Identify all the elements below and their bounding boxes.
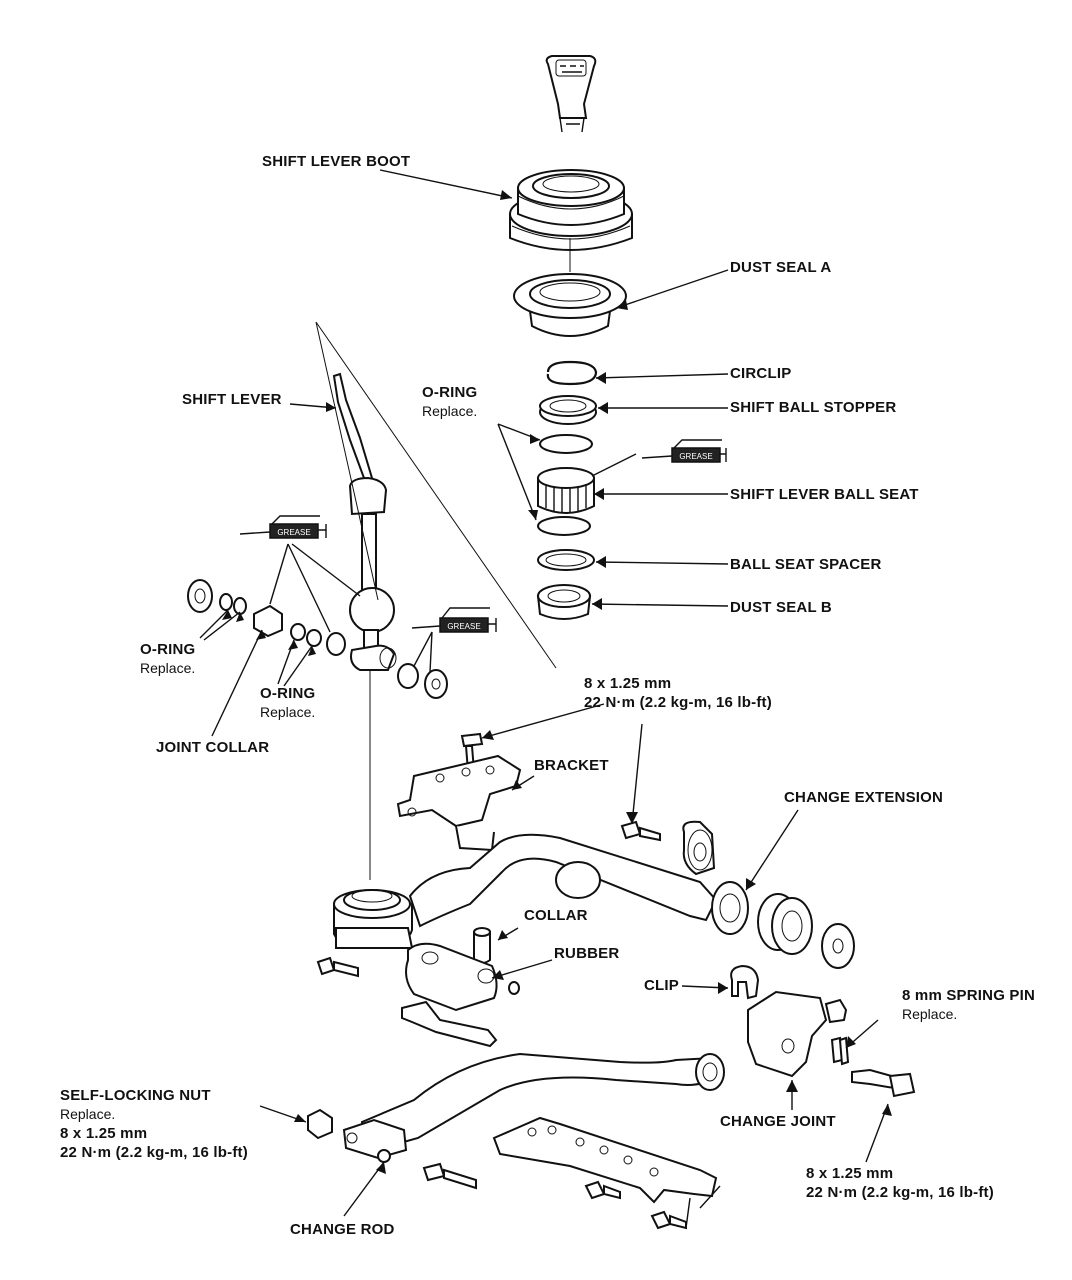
label-o-ring-left-note: Replace. [140,660,196,676]
dust-seal-b [536,584,592,620]
change-joint-part [747,990,848,1078]
rubber-bracket [401,1000,498,1048]
shift-knob [545,55,597,133]
label-rubber: RUBBER [554,945,620,962]
label-bolt-spec-top-torque: 22 N·m (2.2 kg-m, 16 lb-ft) [584,694,772,711]
label-spring-pin-note: Replace. [902,1006,958,1022]
label-change-extension: CHANGE EXTENSION [784,789,944,806]
label-ball-seat-spacer: BALL SEAT SPACER [730,556,882,573]
grease-tube-right: GREASE [641,439,727,463]
end-washer [821,923,855,969]
label-shift-lever-boot: SHIFT LEVER BOOT [262,153,411,170]
arrowheads [222,190,892,1174]
svg-text:GREASE: GREASE [447,622,480,631]
grease-tube-mid: GREASE [411,607,497,633]
label-change-joint: CHANGE JOINT [720,1113,836,1130]
shift-lever-ball-seat [537,467,595,514]
lower-bracket-bolts [584,1180,687,1230]
label-self-locking-nut-size: 8 x 1.25 mm [60,1125,148,1142]
label-bolt-spec-bottom-size: 8 x 1.25 mm [806,1165,894,1182]
svg-text:GREASE: GREASE [679,452,712,461]
circlip-part [546,360,598,386]
change-extension-bushing [682,820,716,876]
o-ring-top-2 [537,516,591,536]
label-clip: CLIP [644,977,679,994]
label-change-rod: CHANGE ROD [290,1221,395,1238]
ball-seat-spacer-part [537,549,595,571]
label-o-ring-mid-note: Replace. [260,704,316,720]
o-ring-top-1 [539,434,593,454]
rubber-part [405,942,520,1012]
end-bushing [757,893,813,955]
change-extension-part [408,833,749,935]
dust-seal-a [513,273,627,337]
collar-part [473,927,491,964]
label-o-ring-top: O-RING [422,384,478,401]
label-self-locking-nut-note: Replace. [60,1106,116,1122]
label-bracket: BRACKET [534,757,609,774]
label-self-locking-nut: SELF-LOCKING NUT [60,1087,211,1104]
shift-ball-stopper [539,395,597,425]
shift-lever [332,372,397,880]
label-o-ring-top-note: Replace. [422,403,478,419]
left-bushings [187,579,448,699]
lever-housing [333,889,414,950]
label-o-ring-left: O-RING [140,641,196,658]
label-bolt-spec-top-size: 8 x 1.25 mm [584,675,672,692]
self-locking-nut-part [307,1108,333,1140]
label-shift-ball-stopper: SHIFT BALL STOPPER [730,399,897,416]
lower-bracket [492,1116,718,1204]
label-spring-pin: 8 mm SPRING PIN [902,987,1036,1004]
label-o-ring-mid: O-RING [260,685,316,702]
grease-tube-left: GREASE [239,515,327,539]
label-bolt-spec-bottom-torque: 22 N·m (2.2 kg-m, 16 lb-ft) [806,1184,994,1201]
change-extension-small-bolt [620,820,661,842]
shift-lever-boot [509,169,633,251]
change-joint-bolt [851,1068,916,1098]
svg-text:GREASE: GREASE [277,528,310,537]
clip-part [730,964,760,1000]
housing-bolt [316,956,359,978]
label-collar: COLLAR [524,907,588,924]
spring-pin-part [838,1036,850,1066]
label-circlip: CIRCLIP [730,365,792,382]
change-rod-part [342,1052,725,1163]
label-shift-lever: SHIFT LEVER [182,391,282,408]
label-dust-seal-b: DUST SEAL B [730,599,832,616]
label-dust-seal-a: DUST SEAL A [730,259,832,276]
change-rod-bolt [422,1162,477,1190]
label-shift-lever-ball-seat: SHIFT LEVER BALL SEAT [730,486,919,503]
bracket-part [396,754,522,852]
label-self-locking-nut-torque: 22 N·m (2.2 kg-m, 16 lb-ft) [60,1144,248,1161]
label-joint-collar: JOINT COLLAR [156,739,270,756]
